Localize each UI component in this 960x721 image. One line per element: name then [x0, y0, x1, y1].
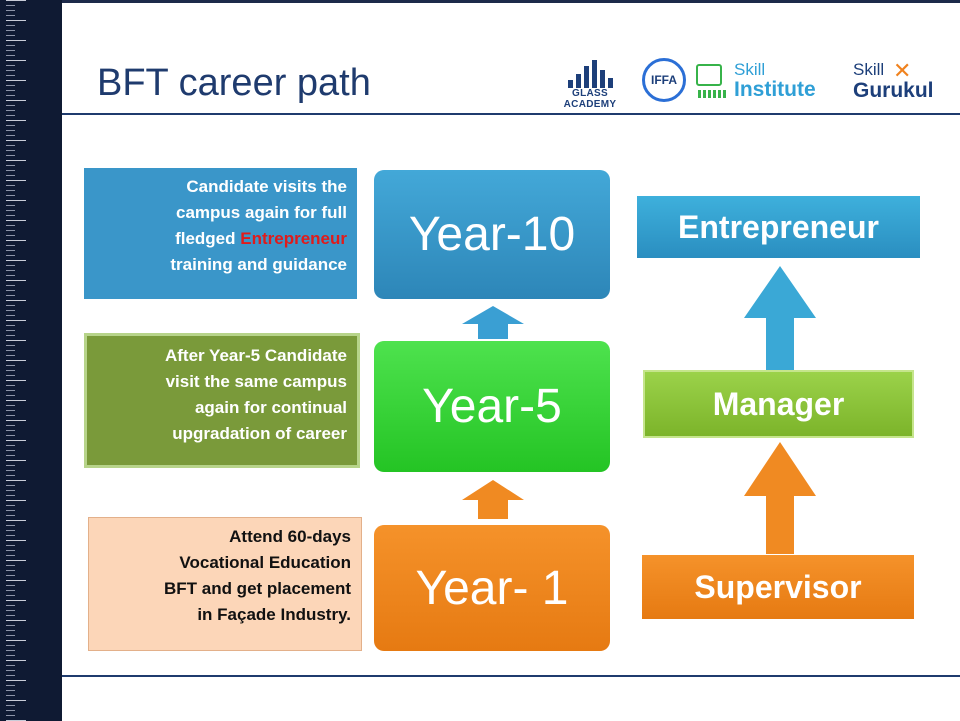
iffa-label: IFFA [651, 73, 677, 87]
left-decorative-bar [0, 0, 62, 721]
up-arrow-icon [744, 266, 816, 370]
note-line: After Year-5 Candidate [164, 346, 347, 365]
skill-institute-bottom-label: Institute [734, 78, 816, 101]
year10-description: Candidate visits the campus again for fu… [84, 168, 357, 299]
note-line: training and guidance [170, 255, 347, 274]
tools-icon: ✕ [893, 58, 912, 83]
glass-academy-logo: GLASS ACADEMY [548, 60, 632, 110]
year1-description: Attend 60-days Vocational Education BFT … [88, 517, 362, 651]
note-line: Attend 60-days [229, 527, 351, 546]
note-line: Vocational Education [179, 553, 351, 572]
note-line: upgradation of career [172, 424, 347, 443]
bar-graph-icon [548, 60, 632, 88]
audience-dots-icon [698, 90, 726, 98]
year-1-box: Year- 1 [374, 525, 610, 651]
up-arrow-icon [744, 442, 816, 554]
note-line: Candidate visits the [186, 177, 347, 196]
iffa-logo: IFFA [642, 58, 686, 102]
note-line: fledged Entrepreneur [84, 226, 347, 252]
year-5-box: Year-5 [374, 341, 610, 472]
note-line: in Façade Industry. [197, 605, 351, 624]
trainer-icon [696, 64, 722, 86]
note-line: visit the same campus [165, 372, 347, 391]
entrepreneur-highlight: Entrepreneur [240, 229, 347, 248]
note-line: BFT and get placement [163, 579, 351, 598]
skill-gurukul-top-label: Skill [853, 60, 885, 79]
year-10-box: Year-10 [374, 170, 610, 299]
supervisor-box: Supervisor [642, 555, 914, 619]
year5-description: After Year-5 Candidate visit the same ca… [84, 333, 360, 468]
top-border [0, 0, 960, 3]
slide-title: BFT career path [97, 62, 371, 104]
note-line: campus again for full [176, 203, 347, 222]
footer-divider [62, 675, 960, 677]
up-arrow-icon [462, 480, 524, 519]
manager-box: Manager [643, 370, 914, 438]
note-line: again for continual [194, 398, 347, 417]
up-arrow-icon [462, 306, 524, 339]
entrepreneur-box: Entrepreneur [637, 196, 920, 258]
glass-academy-label: GLASS ACADEMY [563, 88, 617, 110]
note-text: fledged [175, 229, 241, 248]
skill-gurukul-logo: Skill ✕ Gurukul [853, 58, 960, 104]
header-divider [62, 113, 960, 115]
skill-gurukul-bottom-label: Gurukul [853, 79, 934, 102]
skill-institute-top-label: Skill [734, 60, 766, 79]
ruler-decoration [6, 0, 26, 721]
skill-institute-logo: Skill Institute [696, 60, 816, 104]
